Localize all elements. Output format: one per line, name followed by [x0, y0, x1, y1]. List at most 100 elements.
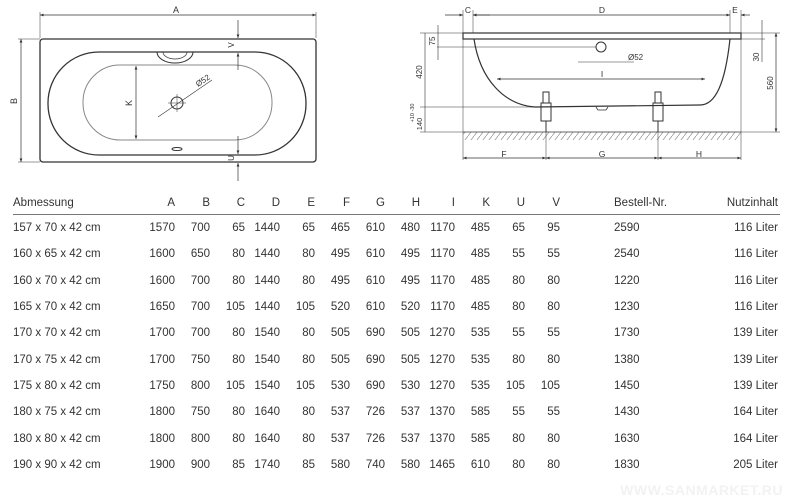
table-cell: 1540 [254, 327, 280, 340]
label-f: F [501, 149, 506, 159]
table-cell: 1220 [614, 274, 640, 287]
table-cell: 505 [400, 327, 420, 340]
table-cell: 85 [232, 458, 245, 471]
table-cell: 726 [365, 432, 385, 445]
table-cell: 1450 [614, 379, 640, 392]
table-cell: 164 Liter [733, 406, 778, 419]
column-header: C [212, 196, 247, 215]
table-cell: 1170 [430, 274, 455, 287]
table-cell: 495 [400, 248, 420, 261]
table-cell: 537 [330, 432, 350, 445]
table-cell: 170 x 75 x 42 cm [13, 353, 101, 366]
table-cell: 116 Liter [734, 248, 778, 261]
table-cell: 537 [400, 432, 420, 445]
table-cell: 1540 [254, 353, 280, 366]
table-cell: 1700 [149, 327, 175, 340]
table-cell: 55 [547, 327, 560, 340]
table-cell: 80 [547, 353, 560, 366]
table-cell: 700 [190, 327, 210, 340]
table-cell: 160 x 70 x 42 cm [13, 274, 101, 287]
table-cell: 160 x 65 x 42 cm [13, 248, 101, 261]
table-cell: 165 x 70 x 42 cm [13, 301, 101, 314]
table-cell: 1640 [254, 432, 280, 445]
label-v: V [227, 42, 236, 48]
table-cell: 1570 [149, 222, 175, 235]
table-cell: 1270 [429, 353, 455, 366]
table-cell: 105 [225, 379, 245, 392]
table-cell: 1230 [614, 301, 640, 314]
table-cell: 495 [400, 274, 420, 287]
table-cell: 520 [330, 301, 350, 314]
table-cell: 55 [512, 406, 525, 419]
table-cell: 95 [547, 222, 560, 235]
column-header: V [527, 196, 562, 215]
dim-75: 75 [428, 36, 437, 45]
table-cell: 535 [470, 353, 490, 366]
table-cell: 1170 [430, 301, 455, 314]
dim-30: 30 [752, 52, 761, 61]
label-b: B [9, 98, 19, 104]
table-cell: 485 [470, 301, 490, 314]
table-cell: 80 [302, 406, 315, 419]
table-cell: 537 [330, 406, 350, 419]
label-a: A [173, 5, 179, 15]
table-cell: 1440 [254, 274, 280, 287]
table-cell: 139 Liter [733, 353, 778, 366]
table-cell: 520 [400, 301, 420, 314]
table-cell: 164 Liter [733, 432, 778, 445]
table-cell: 1430 [614, 406, 640, 419]
table-cell: 800 [190, 432, 210, 445]
table-cell: 2540 [614, 248, 640, 261]
table-cell: 1600 [149, 248, 175, 261]
table-cell: 180 x 75 x 42 cm [13, 406, 101, 419]
table-cell: 495 [330, 274, 350, 287]
table-cell: 485 [470, 274, 490, 287]
label-u: U [227, 155, 236, 161]
table-cell: 750 [190, 353, 210, 366]
table-cell: 1440 [254, 301, 280, 314]
table-cell: 650 [190, 248, 210, 261]
table-cell: 485 [470, 222, 490, 235]
table-cell: 80 [232, 406, 245, 419]
table-cell: 1170 [430, 248, 455, 261]
label-i: I [601, 69, 603, 79]
column-header: A [142, 196, 177, 215]
table-cell: 1900 [149, 458, 175, 471]
table-cell: 80 [302, 248, 315, 261]
table-cell: 1830 [614, 458, 640, 471]
table-cell: 485 [470, 248, 490, 261]
table-cell: 1465 [429, 458, 455, 471]
column-header: E [282, 196, 317, 215]
table-cell: 105 [295, 301, 315, 314]
table-cell: 170 x 70 x 42 cm [13, 327, 101, 340]
table-cell: 505 [330, 353, 350, 366]
table-cell: 1540 [254, 379, 280, 392]
table-cell: 80 [547, 301, 560, 314]
table-cell: 1270 [429, 379, 455, 392]
table-cell: 105 [540, 379, 560, 392]
table-cell: 116 Liter [734, 301, 778, 314]
table-cell: 80 [512, 432, 525, 445]
table-cell: 465 [330, 222, 350, 235]
table-cell: 80 [512, 274, 525, 287]
table-cell: 139 Liter [733, 327, 778, 340]
table-cell: 80 [512, 353, 525, 366]
table-cell: 690 [365, 379, 385, 392]
table-cell: 1700 [149, 353, 175, 366]
table-cell: 580 [330, 458, 350, 471]
label-g: G [599, 149, 606, 159]
table-cell: 80 [232, 353, 245, 366]
column-header: K [457, 196, 492, 215]
table-cell: 1370 [429, 406, 455, 419]
table-cell: 157 x 70 x 42 cm [13, 222, 101, 235]
table-cell: 65 [232, 222, 245, 235]
table-cell: 1750 [149, 379, 175, 392]
table-cell: 80 [302, 432, 315, 445]
